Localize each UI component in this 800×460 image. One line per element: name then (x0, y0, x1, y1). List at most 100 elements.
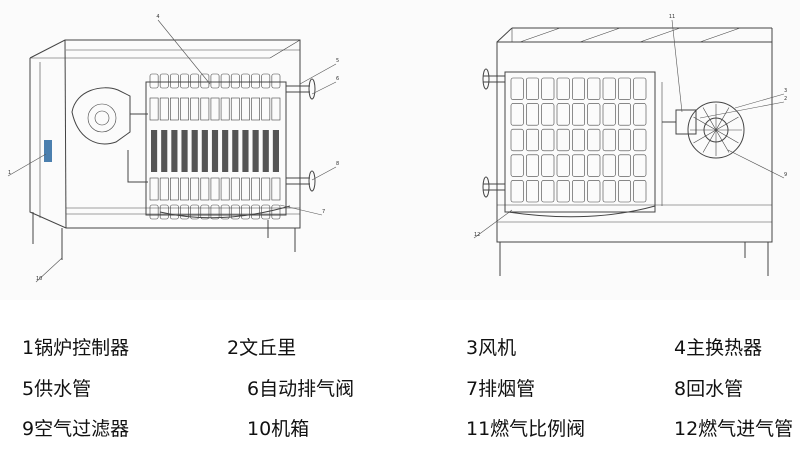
left-return-flange (308, 170, 316, 192)
right-heat-exchanger-body (504, 71, 656, 213)
left-hx-top-fin (241, 73, 250, 89)
right-hx-cell (572, 154, 585, 177)
right-hx-cell (526, 103, 539, 126)
left-heat-exchanger-body (145, 81, 287, 216)
left-hx-lower-section (241, 177, 250, 201)
left-hx-upper-section (159, 97, 169, 121)
right-hx-cell (541, 103, 555, 126)
callout-label-6: 6 (336, 76, 339, 82)
left-hx-bottom-fin (230, 204, 240, 220)
left-assembly-view (29, 39, 316, 260)
right-hx-cell (510, 77, 524, 100)
right-hx-cell (633, 103, 647, 126)
left-hx-lower-section (210, 177, 220, 201)
left-hx-upper-section (170, 97, 179, 121)
left-hx-bottom-fin (251, 204, 260, 220)
right-hx-cell (602, 154, 616, 177)
right-blower-blade (715, 107, 730, 131)
left-hx-lower-section (200, 177, 210, 201)
legend-item-11: 11燃气比例阀 (466, 418, 586, 440)
right-hx-cell (572, 103, 585, 126)
right-hx-cell (541, 128, 555, 152)
callout-label-9: 9 (784, 172, 787, 178)
legend-item-9: 9空气过滤器 (22, 418, 130, 440)
legend-item-3: 3风机 (466, 337, 517, 359)
callout-leader-10 (35, 257, 63, 283)
left-hx-lower-section (159, 177, 169, 201)
right-blower-blade (702, 129, 717, 153)
right-hx-cell (618, 128, 631, 152)
parts-legend: 1锅炉控制器 2文丘里 3风机 4主换热器 5供水管 6自动排气阀 7排烟管 8… (0, 300, 800, 460)
right-hx-cell (541, 180, 555, 203)
left-hx-core-section (262, 130, 269, 172)
left-hx-bottom-fin (149, 204, 159, 220)
left-hx-upper-section (220, 97, 230, 121)
left-hx-lower-section (190, 177, 200, 201)
callout-label-7: 7 (322, 209, 325, 215)
left-hx-bottom-fin (271, 204, 281, 220)
left-hx-upper-section (190, 97, 200, 121)
right-hx-cell (510, 128, 524, 152)
left-hx-top-fin (261, 73, 271, 89)
left-hx-top-fin (271, 73, 281, 89)
right-hx-cell (633, 154, 647, 177)
left-hx-core-section (181, 130, 188, 172)
left-hx-core-section (242, 130, 249, 172)
left-hx-upper-section (200, 97, 210, 121)
right-hx-cell (510, 154, 524, 177)
left-hx-upper-section (251, 97, 260, 121)
left-hx-top-fin (149, 73, 159, 89)
left-hx-top-fin (220, 73, 230, 89)
right-hx-cell (526, 128, 539, 152)
legend-item-1: 1锅炉控制器 (22, 337, 130, 359)
right-supply-flange (482, 68, 490, 90)
left-hx-top-fin (190, 73, 200, 89)
left-hx-lower-section (251, 177, 260, 201)
right-hx-cell (587, 154, 601, 177)
left-hx-lower-section (149, 177, 159, 201)
callout-leader-2 (699, 101, 785, 119)
right-hx-cell (556, 154, 570, 177)
right-hx-cell (572, 77, 585, 100)
right-hx-cell (587, 103, 601, 126)
right-blower-blade (715, 129, 730, 153)
left-hx-lower-section (170, 177, 179, 201)
callout-label-2: 2 (784, 96, 787, 102)
left-hx-core-section (211, 130, 219, 172)
callout-leader-3 (734, 93, 785, 109)
right-hx-cell (541, 154, 555, 177)
legend-item-6: 6自动排气阀 (247, 378, 355, 400)
left-hx-core-section (171, 130, 178, 172)
right-hx-cell (633, 128, 647, 152)
left-hx-core-section (191, 130, 198, 172)
right-hx-cell (602, 103, 616, 126)
legend-item-8: 8回水管 (674, 378, 744, 400)
right-hx-cell (618, 103, 631, 126)
left-hx-lower-section (230, 177, 240, 201)
legend-item-10: 10机箱 (247, 418, 310, 440)
right-hx-cell (541, 77, 555, 100)
right-blower-blade (702, 107, 717, 131)
callout-label-8: 8 (336, 161, 339, 167)
callout-label-5: 5 (336, 58, 339, 64)
left-hx-lower-section (220, 177, 230, 201)
callout-leader-9 (727, 149, 785, 179)
right-hx-cell (602, 180, 616, 203)
left-frame-top-rail-end (269, 39, 301, 59)
callout-leader-1 (7, 153, 47, 177)
left-hx-bottom-fin (170, 204, 179, 220)
left-blower-housing (71, 87, 131, 145)
left-hx-core-section (272, 130, 279, 172)
left-flue-pipe (159, 205, 291, 219)
callout-label-12: 12 (474, 232, 480, 238)
right-hx-cell (618, 180, 631, 203)
left-hx-core-section (151, 130, 158, 172)
right-hx-cell (587, 128, 601, 152)
left-hx-core-section (201, 130, 208, 172)
left-hx-top-fin (210, 73, 220, 89)
callout-label-4: 4 (156, 14, 159, 20)
